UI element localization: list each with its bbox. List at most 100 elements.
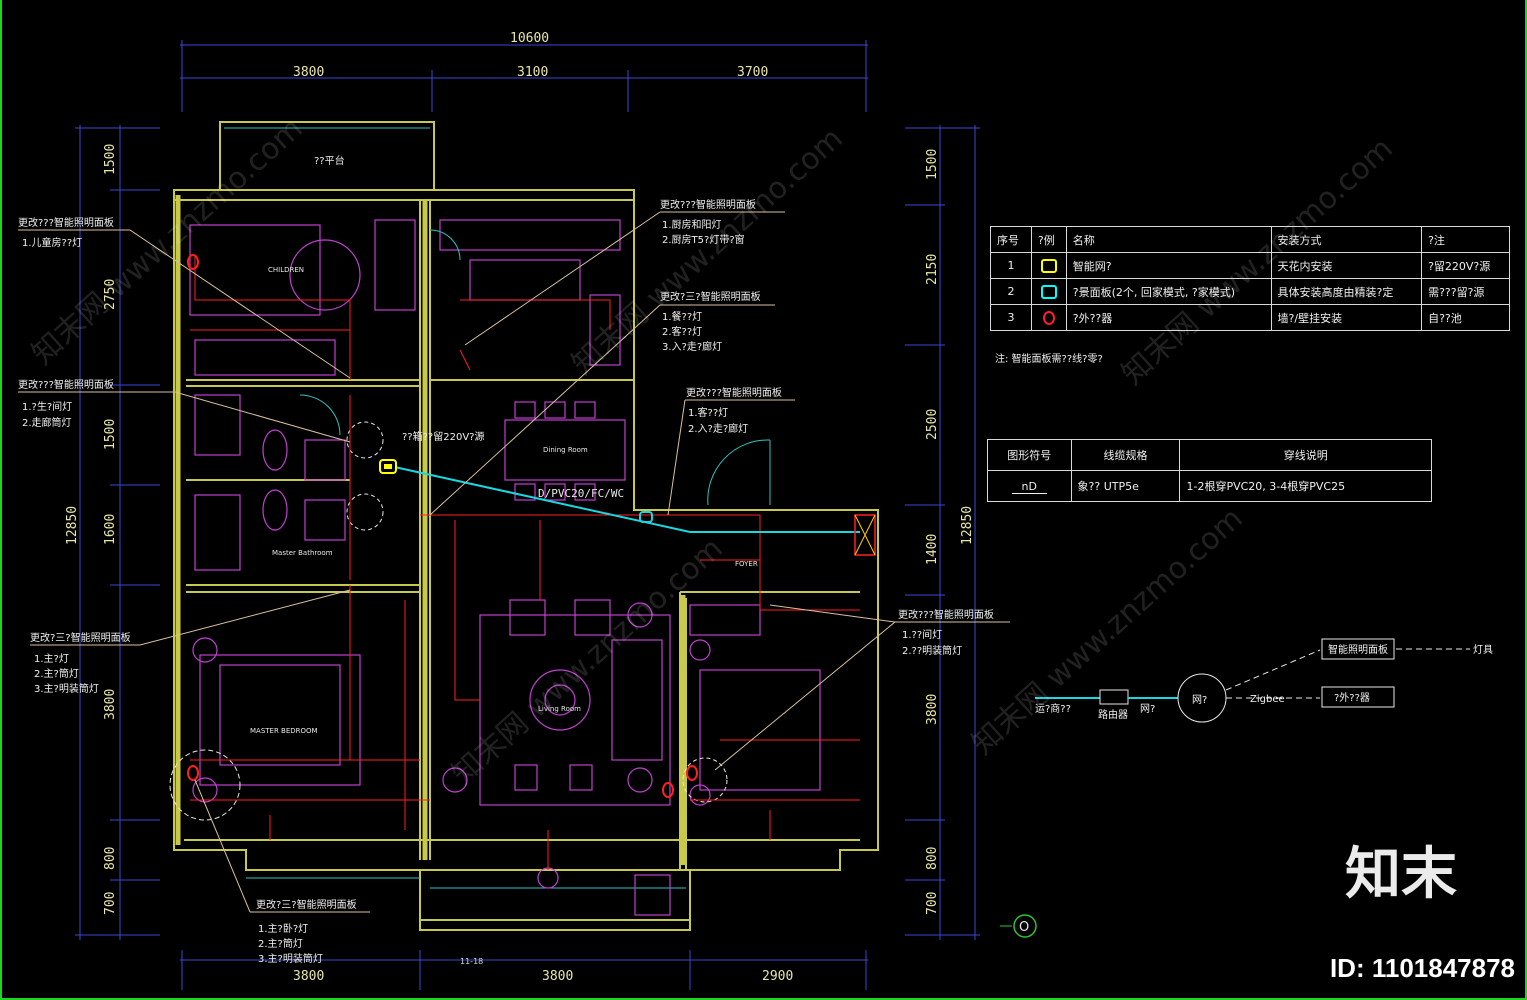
callout-6-line-1: 1.主?灯 [34, 653, 69, 665]
door-swings [299, 229, 771, 506]
network-cable-icon: nD [1011, 479, 1047, 494]
callout-6-line-3: 3.主?明装筒灯 [34, 682, 99, 695]
cable-row-symbol: nD [987, 470, 1072, 502]
dim-left-total: 12850 [65, 506, 80, 545]
dim-bottom-seg-1: 3800 [293, 969, 324, 984]
legend-row-1-symbol [1030, 252, 1067, 279]
legend-row-2-name: ?景面板(2个, 回家模式, ?家模式) [1065, 278, 1272, 305]
callout-5-line-1: 1.客??灯 [688, 406, 728, 419]
room-children: CHILDREN [268, 266, 304, 274]
callout-3-line-3: 3.入?走?廊灯 [662, 340, 722, 353]
dim-right-seg-4: 1400 [925, 534, 940, 565]
scene-panel-icon [1040, 284, 1057, 299]
legend-row-1-note: ?留220V?源 [1421, 252, 1510, 279]
callout-3-title: 更改?三?智能照明面板 [660, 290, 761, 303]
legend-footnote: 注: 智能面板需??线?零? [995, 354, 1103, 365]
legend-row-2-symbol [1030, 278, 1067, 305]
dim-left-seg-1: 1500 [103, 144, 118, 175]
dim-bottom-seg-2: 3800 [542, 969, 573, 984]
axis-marker [1013, 914, 1037, 938]
topology-line-label: 网? [1140, 703, 1155, 715]
legend-row-1-install: 天花内安装 [1270, 252, 1423, 279]
cable-header-spec: 线缆规格 [1070, 439, 1181, 471]
callout-7-line-1: 1.??间灯 [902, 628, 942, 641]
room-foyer: FOYER [735, 560, 758, 568]
ir-sensor-second[interactable] [686, 765, 698, 781]
legend-row-2-note: 需???留?源 [1421, 278, 1510, 305]
room-master-bath: Master Bathroom [272, 549, 333, 557]
topology-protocol: Zigbee [1250, 694, 1285, 705]
legend-row-3-note: 自??池 [1421, 304, 1510, 331]
right-dimension-labels: 1500 2150 2500 1400 3800 800 700 12850 [925, 149, 975, 915]
legend-row-2-install: 具体安装高度由精装?定 [1270, 278, 1423, 305]
topology-router: 路由器 [1098, 708, 1128, 721]
dim-left-seg-6: 800 [103, 847, 118, 870]
dim-bottom-small: 11-18 [460, 957, 483, 966]
legend-header-symbol: ?例 [1030, 226, 1067, 253]
dim-left-seg-2: 2750 [103, 279, 118, 310]
cable-row: nD 象?? UTP5e 1-2根穿PVC20, 3-4根穿PVC25 [987, 470, 1432, 502]
room-living: Living Room [538, 705, 581, 713]
callout-2-line-1: 1.厨房和阳灯 [662, 218, 722, 231]
callout-3-line-1: 1.餐??灯 [662, 310, 702, 323]
ir-sensor-master[interactable] [187, 765, 199, 781]
callout-2-title: 更改???智能照明面板 [660, 198, 756, 211]
distribution-box-cross [854, 514, 876, 556]
dim-right-seg-5: 3800 [925, 694, 940, 725]
legend-row-1-name: 智能网? [1065, 252, 1272, 279]
legend-header-install: 安装方式 [1270, 226, 1423, 253]
topology-diagram: 运?商?? 路由器 网? 网? Zigbee 智能照明面板 ?外??器 灯具 [1035, 638, 1493, 723]
plants [169, 421, 728, 821]
legend-header-no: 序号 [990, 226, 1032, 253]
scene-panel-symbol[interactable] [639, 511, 653, 523]
dim-top-seg-1: 3800 [293, 65, 324, 80]
room-labels: ??平台 CHILDREN Dining Room FOYER Master B… [250, 154, 758, 735]
callout-1-line-1: 1.儿童房??灯 [22, 236, 82, 249]
smart-gateway-icon [1040, 258, 1057, 273]
cable-header-symbol: 图形符号 [987, 439, 1072, 471]
dim-right-seg-6: 800 [925, 847, 940, 870]
ir-sensor-children[interactable] [187, 254, 199, 270]
callout-5-title: 更改???智能照明面板 [686, 386, 782, 399]
legend-row-2-no: 2 [990, 278, 1032, 305]
callout-3-line-2: 2.客??灯 [662, 325, 702, 338]
dim-right-total: 12850 [960, 506, 975, 545]
ir-sensors [187, 254, 698, 798]
callout-4-title: 更改???智能照明面板 [18, 378, 114, 391]
furniture [189, 219, 821, 916]
dim-top-seg-3: 3700 [737, 65, 768, 80]
brand-logo: 知末 [1345, 842, 1457, 907]
topology-gateway: 网? [1192, 694, 1207, 706]
ir-sensor-icon [1042, 310, 1055, 325]
ir-sensor-living[interactable] [662, 782, 674, 798]
dim-right-seg-3: 2500 [925, 409, 940, 440]
smart-hub-core [384, 464, 392, 469]
dim-left-seg-5: 3800 [103, 689, 118, 720]
callout-2-line-2: 2.厨房T5?灯带?窗 [662, 233, 745, 246]
image-id: ID: 1101847878 [1329, 953, 1515, 983]
topology-lamp: 灯具 [1473, 644, 1493, 656]
legend-row: 3 ?外??器 墙?/壁挂安装 自??池 [990, 304, 1510, 331]
dim-top-total: 10600 [510, 31, 549, 46]
legend-row: 1 智能网? 天花内安装 ?留220V?源 [990, 252, 1510, 279]
cable-table: 图形符号 线缆规格 穿线说明 nD 象?? UTP5e 1-2根穿PVC20, … [987, 439, 1432, 502]
callout-6-title: 更改?三?智能照明面板 [30, 631, 131, 644]
legend-row: 2 ?景面板(2个, 回家模式, ?家模式) 具体安装高度由精装?定 需???留… [990, 278, 1510, 305]
callout-8-title: 更改?三?智能照明面板 [256, 898, 357, 911]
hub-label: ??箱??留220V?源 [402, 430, 484, 443]
callout-4-line-1: 1.?生?间灯 [22, 400, 72, 413]
topology-panel: 智能照明面板 [1328, 643, 1388, 656]
conduit-label: D/PVC20/FC/WC [538, 487, 624, 500]
left-dimension-labels: 1500 2750 1500 1600 3800 800 700 12850 [65, 144, 118, 915]
bottom-dimension-lines [180, 950, 868, 990]
cable-header-row: 图形符号 线缆规格 穿线说明 [987, 439, 1432, 471]
legend-table: 序号 ?例 名称 安装方式 ?注 1 智能网? 天花内安装 ?留220V?源 2… [990, 226, 1510, 331]
legend-row-3-name: ?外??器 [1065, 304, 1272, 331]
dim-top-seg-2: 3100 [517, 65, 548, 80]
dim-left-seg-3: 1500 [103, 419, 118, 450]
top-dimension-lines [180, 40, 868, 112]
electrical-wiring [190, 255, 860, 870]
legend-row-1-no: 1 [990, 252, 1032, 279]
legend-row-3-install: 墙?/壁挂安装 [1270, 304, 1423, 331]
